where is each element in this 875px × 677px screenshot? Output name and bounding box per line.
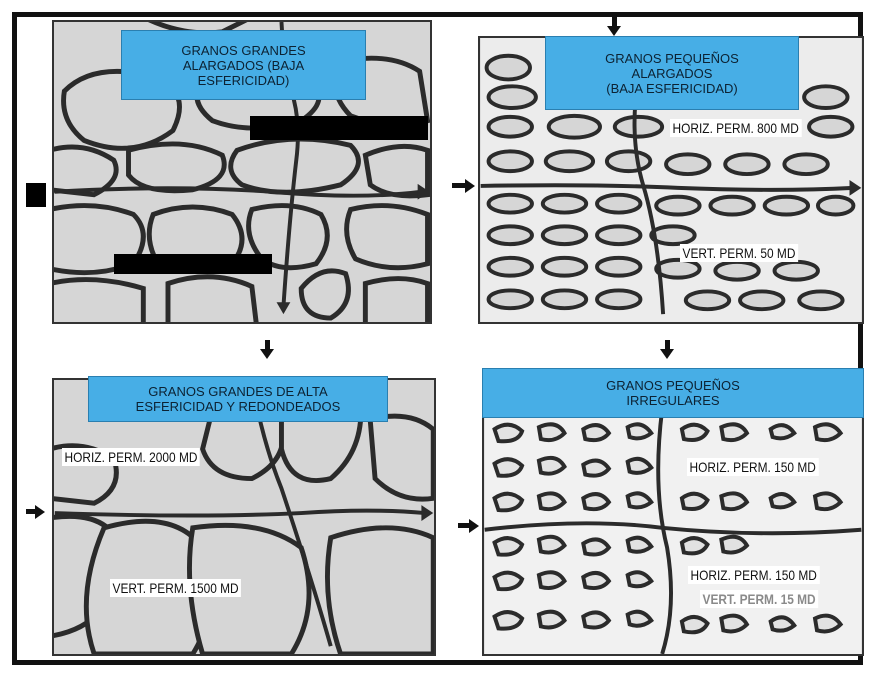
title-small-irregular: GRANOS PEQUEÑOS IRREGULARES — [482, 368, 864, 418]
horiz-perm-label: HORIZ. PERM. 2000 MD — [62, 448, 201, 466]
title-line: (BAJA ESFERICIDAD) — [606, 80, 738, 96]
title-line: GRANOS GRANDES DE ALTA — [148, 384, 328, 399]
title-line: ALARGADOS (BAJA — [182, 57, 305, 73]
flow-down-arrow-icon — [260, 349, 274, 359]
flow-down-arrow-icon — [607, 26, 621, 36]
flow-right-arrow-icon — [35, 505, 45, 519]
horiz-perm-label: HORIZ. PERM. 150 MD — [687, 458, 819, 476]
flow-arrow-stem — [452, 183, 466, 188]
flow-arrow-stem — [612, 16, 617, 28]
title-line: GRANOS PEQUEÑOS — [605, 50, 739, 66]
redacted-label — [250, 116, 428, 140]
title-line: ESFERICIDAD) — [197, 72, 290, 88]
vert-perm-label: VERT. PERM. 50 MD — [680, 244, 798, 262]
flow-arrow-stem — [458, 523, 470, 528]
title-line: ESFERICIDAD Y REDONDEADOS — [135, 399, 341, 414]
title-line: ALARGADOS — [631, 65, 713, 81]
flow-arrow-stem — [26, 509, 36, 514]
redacted-arrow — [26, 183, 46, 207]
flow-down-arrow-icon — [660, 349, 674, 359]
redacted-label — [114, 254, 272, 274]
title-line: IRREGULARES — [626, 393, 720, 408]
flow-arrow-stem — [665, 340, 670, 349]
title-small-elongated: GRANOS PEQUEÑOS ALARGADOS (BAJA ESFERICI… — [545, 36, 799, 110]
horiz-perm-label: HORIZ. PERM. 800 MD — [670, 119, 802, 137]
title-line: GRANOS GRANDES — [181, 42, 306, 58]
title-large-spherical: GRANOS GRANDES DE ALTA ESFERICIDAD Y RED… — [88, 376, 388, 422]
title-large-elongated: GRANOS GRANDES ALARGADOS (BAJA ESFERICID… — [121, 30, 366, 100]
flow-right-arrow-icon — [469, 519, 479, 533]
flow-right-arrow-icon — [465, 179, 475, 193]
flow-arrow-stem — [265, 340, 270, 349]
vert-perm-label: VERT. PERM. 15 MD — [700, 590, 819, 608]
horiz-perm-label: HORIZ. PERM. 150 MD — [688, 566, 820, 584]
title-line: GRANOS PEQUEÑOS — [606, 378, 740, 393]
vert-perm-label: VERT. PERM. 1500 MD — [110, 579, 242, 597]
